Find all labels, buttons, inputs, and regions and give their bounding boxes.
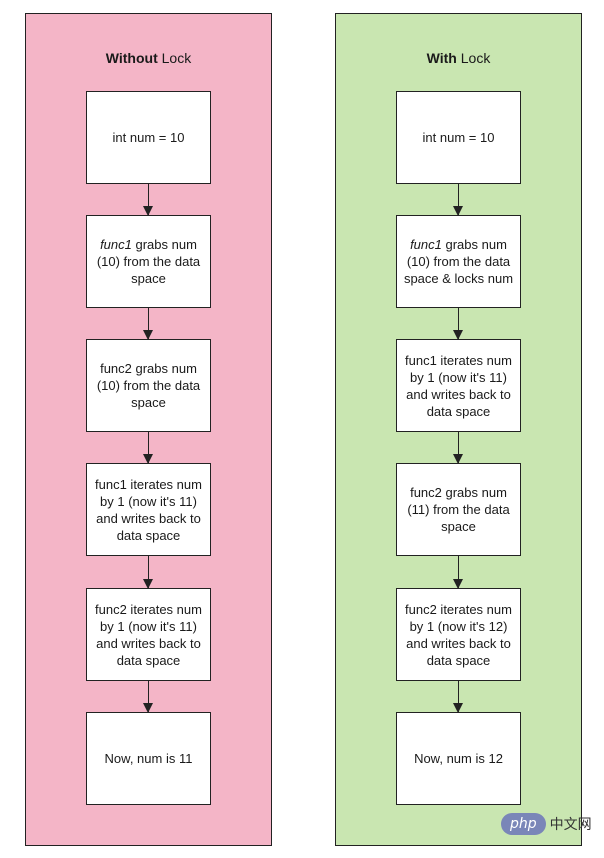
- without-lock-panel: Without Lock int num = 10 func1 grabs nu…: [25, 13, 272, 846]
- without-lock-title: Without Lock: [26, 50, 271, 66]
- step-text: int num = 10: [422, 130, 495, 145]
- without-lock-arrow-1: [143, 184, 153, 216]
- without-lock-arrow-2: [143, 308, 153, 340]
- step-text: func2 iterates num by 1 (now it's 11) an…: [95, 601, 202, 668]
- php-logo: php: [501, 813, 546, 835]
- step-text: func2 grabs num (11) from the data space: [407, 485, 510, 534]
- without-lock-title-bold: Without: [105, 50, 158, 66]
- without-lock-step-1: int num = 10: [86, 91, 211, 184]
- without-lock-arrow-5: [143, 681, 153, 713]
- step-text: func1 iterates num by 1 (now it's 11) an…: [95, 476, 202, 543]
- without-lock-title-rest: Lock: [157, 50, 192, 66]
- with-lock-title-rest: Lock: [456, 50, 491, 66]
- with-lock-title: With Lock: [336, 50, 581, 66]
- step-emphasis: func1: [100, 237, 132, 252]
- watermark-text: 中文网: [549, 817, 592, 833]
- with-lock-step-4: func2 grabs num (11) from the data space: [396, 463, 521, 556]
- with-lock-step-6: Now, num is 12: [396, 712, 521, 805]
- step-text: func1 iterates num by 1 (now it's 11) an…: [405, 352, 512, 419]
- without-lock-step-3: func2 grabs num (10) from the data space: [86, 339, 211, 432]
- step-text: Now, num is 11: [104, 751, 193, 766]
- with-lock-arrow-3: [453, 432, 463, 464]
- step-text: Now, num is 12: [414, 751, 503, 766]
- without-lock-step-5: func2 iterates num by 1 (now it's 11) an…: [86, 588, 211, 681]
- step-text: int num = 10: [112, 130, 185, 145]
- without-lock-step-2: func1 grabs num (10) from the data space: [86, 215, 211, 308]
- without-lock-arrow-3: [143, 432, 153, 464]
- with-lock-step-2: func1 grabs num (10) from the data space…: [396, 215, 521, 308]
- with-lock-arrow-2: [453, 308, 463, 340]
- with-lock-arrow-1: [453, 184, 463, 216]
- without-lock-arrow-4: [143, 556, 153, 589]
- step-emphasis: func1: [410, 237, 442, 252]
- with-lock-panel: With Lock int num = 10 func1 grabs num (…: [335, 13, 582, 846]
- without-lock-step-6: Now, num is 11: [86, 712, 211, 805]
- step-text: func2 iterates num by 1 (now it's 12) an…: [405, 601, 512, 668]
- with-lock-arrow-4: [453, 556, 463, 589]
- watermark: php 中文网: [501, 813, 592, 835]
- step-text: grabs num (10) from the data space & loc…: [403, 237, 514, 286]
- step-text: grabs num (10) from the data space: [96, 237, 201, 286]
- without-lock-step-4: func1 iterates num by 1 (now it's 11) an…: [86, 463, 211, 556]
- with-lock-arrow-5: [453, 681, 463, 713]
- with-lock-step-5: func2 iterates num by 1 (now it's 12) an…: [396, 588, 521, 681]
- with-lock-step-1: int num = 10: [396, 91, 521, 184]
- with-lock-title-bold: With: [426, 50, 457, 66]
- step-text: func2 grabs num (10) from the data space: [96, 361, 201, 410]
- with-lock-step-3: func1 iterates num by 1 (now it's 11) an…: [396, 339, 521, 432]
